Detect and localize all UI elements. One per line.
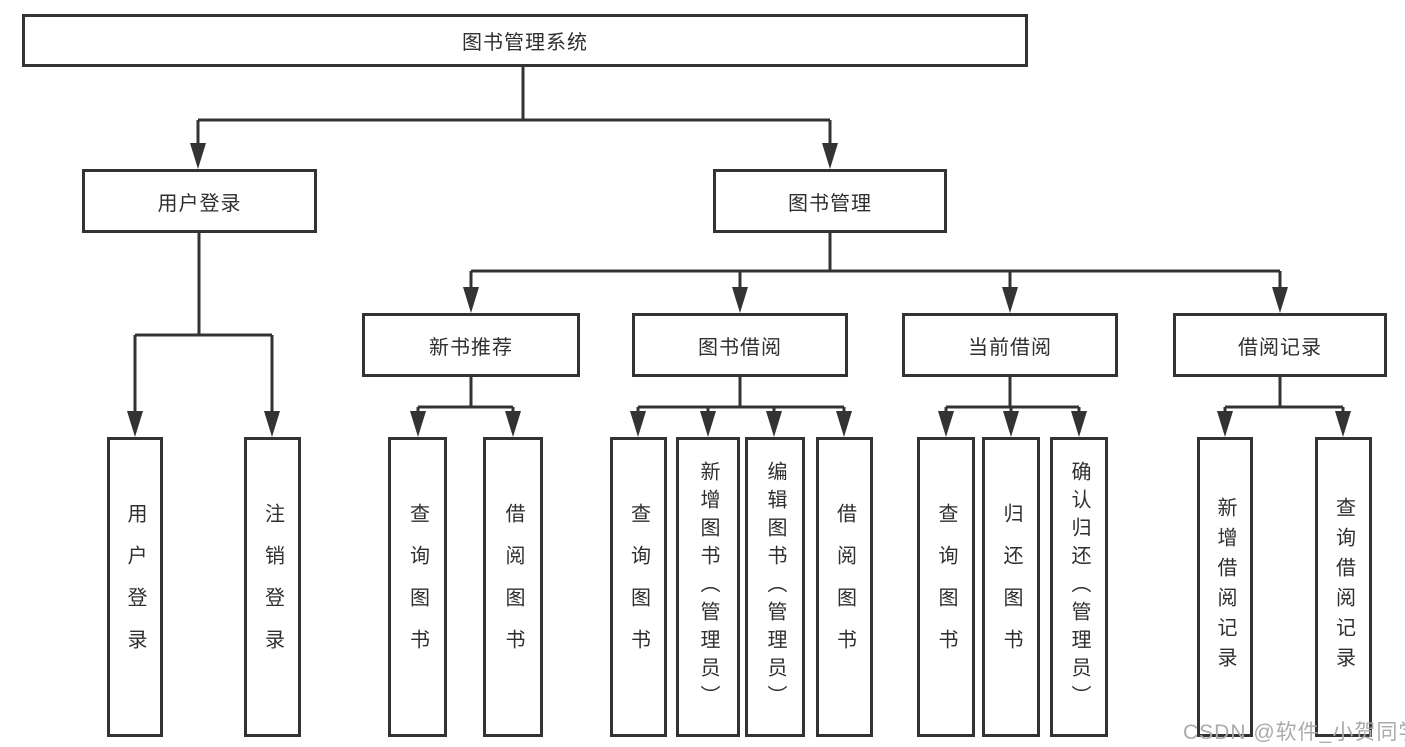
leaf-user-login-label: 用户登录 — [124, 503, 146, 671]
node-root-label: 图书管理系统 — [462, 32, 588, 54]
leaf-add-book-admin: 新增图书（管理员） — [676, 437, 740, 737]
leaf-borrow-books-1-label: 借阅图书 — [502, 503, 524, 671]
leaf-logout: 注销登录 — [244, 437, 301, 737]
node-new-book-recommend: 新书推荐 — [362, 313, 580, 377]
leaf-query-books-3-label: 查询图书 — [935, 503, 957, 671]
watermark: CSDN @软件_小贺同学 — [1183, 721, 1405, 744]
node-book-borrow: 图书借阅 — [632, 313, 848, 377]
leaf-query-books-2-label: 查询图书 — [627, 503, 650, 671]
leaf-edit-book-admin: 编辑图书（管理员） — [745, 437, 805, 737]
leaf-query-borrow-record-label: 查询借阅记录 — [1332, 497, 1355, 677]
leaf-return-books-label: 归还图书 — [1000, 503, 1022, 671]
node-new-book-recommend-label: 新书推荐 — [429, 336, 513, 359]
leaf-borrow-books-2: 借阅图书 — [816, 437, 873, 737]
node-book-borrow-label: 图书借阅 — [698, 336, 782, 359]
leaf-query-books-1: 查询图书 — [388, 437, 447, 737]
leaf-confirm-return-admin-label: 确认归还（管理员） — [1068, 461, 1090, 713]
connector-newbook-to-leaves — [416, 377, 515, 414]
leaf-return-books: 归还图书 — [982, 437, 1040, 737]
connector-login-to-leaves — [133, 233, 274, 413]
node-user-login-label: 用户登录 — [157, 192, 242, 215]
node-borrow-records: 借阅记录 — [1173, 313, 1387, 377]
leaf-add-book-admin-label: 新增图书（管理员） — [697, 461, 719, 713]
connector-management-to-level3 — [469, 233, 1282, 289]
leaf-logout-label: 注销登录 — [261, 503, 284, 671]
connector-current-to-leaves — [944, 377, 1081, 414]
leaf-edit-book-admin-label: 编辑图书（管理员） — [764, 461, 786, 713]
arrowheads — [127, 143, 1351, 437]
node-root-library-system: 图书管理系统 — [22, 14, 1028, 67]
node-user-login: 用户登录 — [82, 169, 317, 233]
node-current-borrow-label: 当前借阅 — [968, 336, 1052, 359]
leaf-borrow-books-2-label: 借阅图书 — [833, 503, 856, 671]
leaf-add-borrow-record: 新增借阅记录 — [1197, 437, 1253, 737]
leaf-add-borrow-record-label: 新增借阅记录 — [1214, 497, 1236, 677]
leaf-query-books-2: 查询图书 — [610, 437, 667, 737]
leaf-user-login: 用户登录 — [107, 437, 163, 737]
connector-borrow-to-leaves — [636, 377, 846, 414]
node-current-borrow: 当前借阅 — [902, 313, 1118, 377]
node-book-management: 图书管理 — [713, 169, 947, 233]
leaf-query-books-3: 查询图书 — [917, 437, 975, 737]
connector-records-to-leaves — [1223, 377, 1345, 414]
node-borrow-records-label: 借阅记录 — [1238, 336, 1322, 359]
leaf-borrow-books-1: 借阅图书 — [483, 437, 543, 737]
leaf-query-books-1-label: 查询图书 — [406, 503, 429, 671]
node-book-management-label: 图书管理 — [788, 192, 872, 215]
connector-root-to-level2 — [196, 67, 832, 145]
leaf-query-borrow-record: 查询借阅记录 — [1315, 437, 1372, 737]
leaf-confirm-return-admin: 确认归还（管理员） — [1050, 437, 1108, 737]
